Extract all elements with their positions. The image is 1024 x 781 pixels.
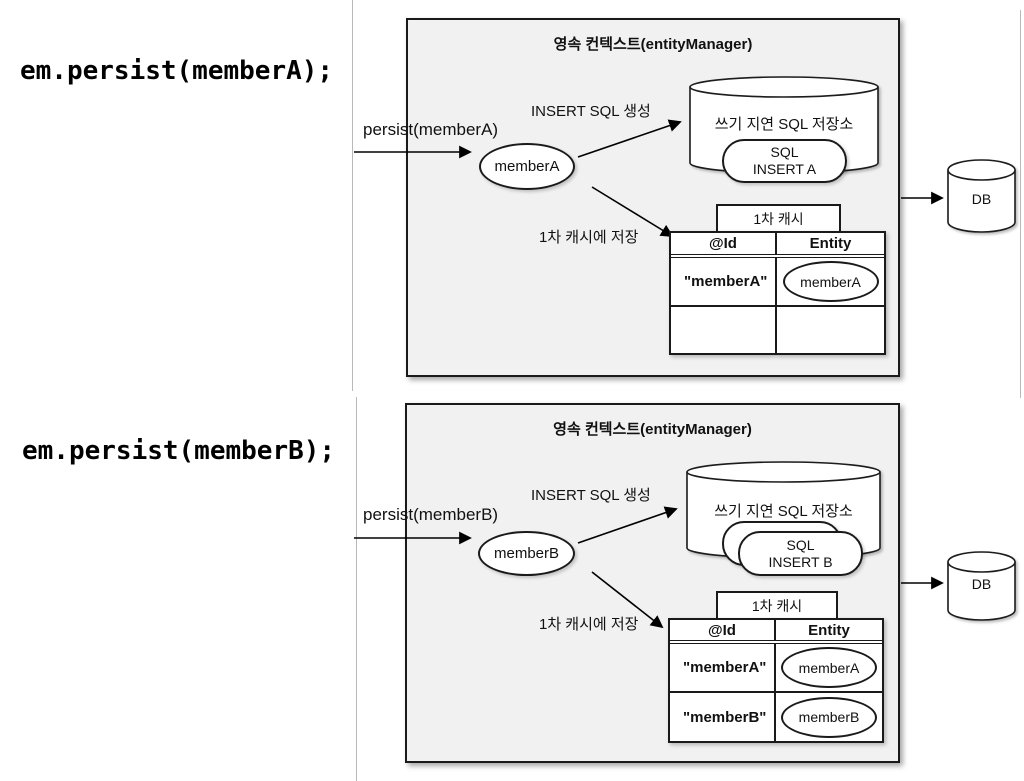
cache-entity-ellipse: memberA [781, 647, 877, 688]
db-cylinder-2 [947, 551, 1016, 621]
cache-table-header-row: @Id Entity [670, 620, 882, 644]
arrow-cache-save-1 [591, 186, 674, 238]
db-cylinder-1 [947, 159, 1016, 233]
entity-label: memberA [494, 158, 560, 175]
insert-sql-label-2: INSERT SQL 생성 [531, 487, 651, 504]
cache-save-label-2: 1차 캐시에 저장 [539, 616, 639, 633]
sql-store-title-1: 쓰기 지연 SQL 저장소 [714, 116, 854, 133]
cache-table-row: "memberB" memberB [670, 693, 882, 741]
code-statement-2: em.persist(memberB); [22, 436, 336, 466]
page-border-right-1 [1020, 10, 1021, 398]
cache-save-label-1: 1차 캐시에 저장 [539, 229, 639, 246]
persist-call-label-1: persist(memberA) [363, 120, 499, 139]
cache-header-id: @Id [670, 620, 776, 640]
persist-call-label-2: persist(memberB) [363, 505, 499, 524]
cache-row-entity: memberA [776, 644, 882, 691]
first-level-cache-tab-2: 1차 캐시 [716, 591, 838, 620]
cache-row-id: "memberA" [671, 258, 777, 305]
cache-entity-ellipse: memberB [781, 696, 877, 738]
cache-entity-label: memberB [798, 709, 860, 725]
entity-label: memberB [493, 545, 560, 562]
cache-header-entity: Entity [808, 621, 850, 639]
sql-chip-insert-b: SQL INSERT B [738, 531, 863, 576]
cache-row-entity-empty [777, 307, 884, 353]
cache-tab-label: 1차 캐시 [753, 210, 804, 227]
page-border-left-2 [356, 397, 357, 781]
first-level-cache-tab-1: 1차 캐시 [716, 204, 841, 233]
first-level-cache-table-1: @Id Entity "memberA" memberA [669, 231, 886, 355]
cache-table-row: "memberA" memberA [671, 258, 884, 307]
cache-row-id: "memberB" [670, 693, 776, 741]
first-level-cache-table-2: @Id Entity "memberA" memberA "memberB" m… [668, 618, 884, 743]
cache-tab-label: 1차 캐시 [751, 597, 803, 614]
db-label-2: DB [971, 576, 992, 592]
page-border-left-1 [352, 0, 353, 391]
code-statement-1: em.persist(memberA); [20, 56, 334, 86]
persistence-context-title-1: 영속 컨텍스트(entityManager) [553, 36, 753, 53]
cache-row-entity: memberA [777, 258, 884, 305]
entity-ellipse-member-b: memberB [478, 531, 575, 576]
cache-row-entity: memberB [776, 693, 882, 741]
cache-header-id: @Id [671, 233, 777, 254]
cache-entity-label: memberA [798, 659, 860, 676]
cache-entity-label: memberA [800, 273, 861, 290]
cache-row-id: "memberA" [670, 644, 776, 691]
cache-table-row: "memberA" memberA [670, 644, 882, 693]
cache-table-row-empty [671, 307, 884, 353]
db-label-1: DB [971, 191, 992, 207]
cache-entity-ellipse: memberA [782, 261, 879, 302]
arrow-cache-save-2 [591, 571, 664, 629]
cache-row-id-empty [671, 307, 777, 353]
sql-chip-line1: SQL [770, 144, 799, 161]
cache-table-header-row: @Id Entity [671, 233, 884, 258]
sql-store-title-2: 쓰기 지연 SQL 저장소 [714, 503, 853, 520]
sql-chip-insert-a: SQL INSERT A [722, 139, 847, 183]
insert-sql-label-1: INSERT SQL 생성 [531, 103, 651, 120]
entity-ellipse-member-a: memberA [479, 143, 575, 190]
persistence-context-title-2: 영속 컨텍스트(entityManager) [553, 421, 752, 438]
sql-chip-line2: INSERT A [752, 161, 817, 177]
sql-chip-line2: INSERT B [768, 553, 833, 570]
sql-chip-line1: SQL [786, 536, 815, 553]
cache-header-entity: Entity [809, 235, 852, 252]
arrow-insert-sql-1 [577, 119, 682, 158]
arrow-insert-sql-2 [577, 506, 678, 544]
